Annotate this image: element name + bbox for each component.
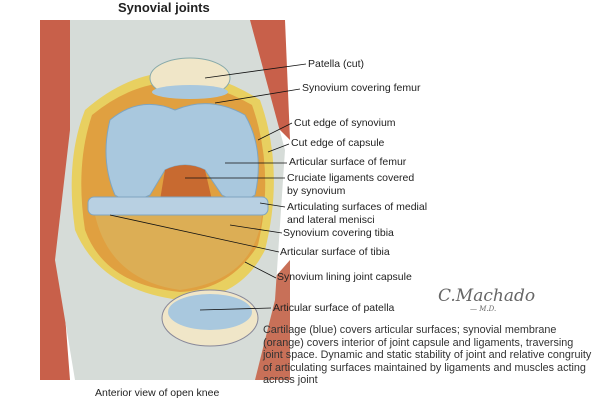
label-synovium-covering-tibia: Synovium covering tibia [283,227,394,239]
tibial-plateau [87,196,269,216]
label-patella-cut: Patella (cut) [308,58,365,70]
view-label: Anterior view of open knee [95,387,220,399]
label-cruciate-ligaments: Cruciate ligaments covered [287,172,415,184]
label-menisci: Articulating surfaces of medial [287,201,428,213]
label-articular-surface-patella: Articular surface of patella [273,302,395,314]
label-cut-edge-capsule: Cut edge of capsule [291,137,385,149]
figure-title: Synovial joints [118,0,210,15]
label-synovium-lining-capsule: Synovium lining joint capsule [277,271,412,283]
signature-md: — M.D. [470,305,497,313]
synovium-tibia [95,215,262,290]
label-cut-edge-synovium: Cut edge of synovium [294,117,396,129]
muscle-left [40,20,100,380]
label-articular-surface-femur: Articular surface of femur [289,156,407,168]
label-cruciate-ligaments-line2: by synovium [287,185,346,197]
signature: C.Machado [438,286,536,306]
label-menisci-line2: and lateral menisci [287,214,375,226]
label-synovium-covering-femur: Synovium covering femur [302,82,421,94]
caption: Cartilage (blue) covers articular surfac… [263,324,592,387]
leader-lines [109,63,307,311]
label-articular-surface-tibia: Articular surface of tibia [280,246,390,258]
cruciate-ligaments [160,165,212,200]
